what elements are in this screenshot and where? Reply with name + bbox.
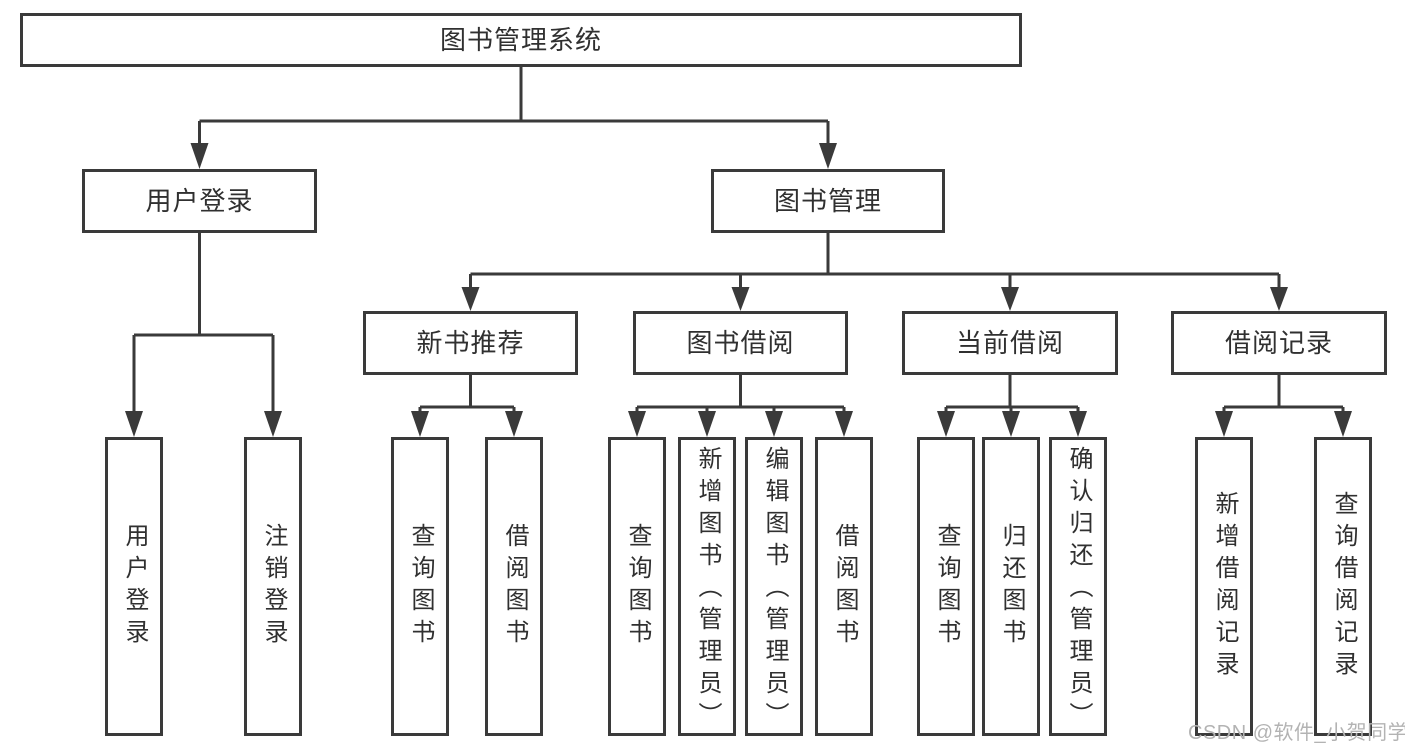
leaf-records-add-record: 新增借阅记录 [1195, 437, 1253, 736]
leaf-current-query-books: 查询图书 [917, 437, 975, 736]
leaf-borrow-edit-books-admin: 编辑图书（管理员） [745, 437, 803, 736]
csdn-watermark: CSDN @软件_小贺同学 [1188, 722, 1405, 744]
leaf-recommend-query-books: 查询图书 [391, 437, 449, 736]
leaf-borrow-query-books: 查询图书 [608, 437, 666, 736]
node-book-management: 图书管理 [711, 169, 945, 233]
leaf-borrow-add-books-admin: 新增图书（管理员） [678, 437, 736, 736]
leaf-records-query-record: 查询借阅记录 [1314, 437, 1372, 736]
leaf-user-login: 用户登录 [105, 437, 163, 736]
leaf-recommend-borrow-books: 借阅图书 [485, 437, 543, 736]
node-borrow-records: 借阅记录 [1171, 311, 1387, 375]
leaf-borrow-borrow-books: 借阅图书 [815, 437, 873, 736]
node-new-book-recommend: 新书推荐 [363, 311, 578, 375]
node-book-borrow: 图书借阅 [633, 311, 848, 375]
node-root-system: 图书管理系统 [20, 13, 1022, 67]
leaf-logout: 注销登录 [244, 437, 302, 736]
leaf-current-return-books: 归还图书 [982, 437, 1040, 736]
node-current-borrow: 当前借阅 [902, 311, 1118, 375]
node-user-login: 用户登录 [82, 169, 317, 233]
leaf-current-confirm-return-admin: 确认归还（管理员） [1049, 437, 1107, 736]
